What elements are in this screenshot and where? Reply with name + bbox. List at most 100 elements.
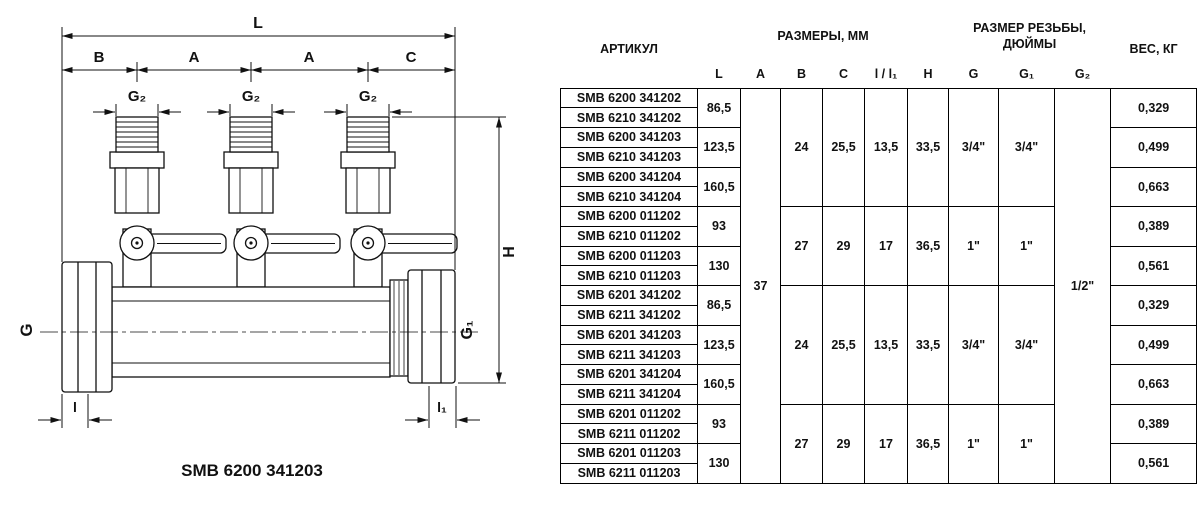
article-cell: SMB 6201 341203 [560, 324, 698, 346]
value-cell-L: 160,5 [697, 166, 741, 207]
value-cell-W: 0,389 [1110, 206, 1198, 247]
col-header-H: H [923, 66, 933, 81]
article-cell: SMB 6211 341204 [560, 383, 698, 405]
value-cell-B: 27 [780, 206, 823, 286]
header-thread-line2: ДЮЙМЫ [1002, 37, 1057, 51]
value-cell-L: 123,5 [697, 127, 741, 168]
value-cell-G1: 1" [998, 206, 1056, 286]
manifold-diagram: L B A A C G₂ G₂ G₂ H G G₁ l l₁ SMB 6200 … [17, 15, 518, 480]
value-cell-G: 1" [948, 206, 1000, 286]
value-cell-I: 17 [864, 206, 908, 286]
value-cell-C: 25,5 [822, 87, 865, 207]
value-cell-H: 33,5 [906, 285, 950, 405]
dimension-labels: L B A A C G₂ G₂ G₂ H G G₁ l l₁ SMB 6200 … [17, 15, 518, 480]
dim-label-B: B [94, 49, 105, 66]
right-hex-nut [407, 269, 456, 384]
article-cell: SMB 6201 341202 [560, 285, 698, 306]
valve-assembly-1 [109, 116, 227, 288]
value-cell-W: 0,389 [1110, 403, 1198, 444]
header-thread-line1: РАЗМЕР РЕЗЬБЫ, [973, 21, 1086, 36]
valve-assembly-2 [223, 116, 341, 288]
col-header-A: A [755, 66, 766, 81]
header-weight-kg: ВЕС, КГ [1129, 41, 1178, 56]
article-cell: SMB 6211 011202 [560, 423, 698, 444]
value-cell-W: 0,663 [1110, 166, 1198, 207]
table-row: SMB 6211 011203 [560, 462, 1197, 484]
valve-assembly-3 [340, 116, 458, 288]
value-cell-G1: 1" [998, 403, 1056, 484]
article-cell: SMB 6200 011202 [560, 206, 698, 227]
article-cell: SMB 6211 341203 [560, 344, 698, 365]
table-row: SMB 6210 341202 [560, 107, 1197, 128]
value-cell-I: 13,5 [864, 285, 908, 405]
dim-label-l1: l₁ [437, 399, 447, 415]
col-header-l-l1: l / l₁ [874, 66, 898, 81]
diagram-caption: SMB 6200 341203 [181, 461, 323, 480]
dim-label-G2-2: G₂ [242, 88, 260, 105]
article-cell: SMB 6211 341202 [560, 304, 698, 326]
article-cell: SMB 6200 341204 [560, 166, 698, 188]
table-pane: АРТИКУЛ РАЗМЕРЫ, ММ РАЗМЕР РЕЗЬБЫ, ДЮЙМЫ… [548, 0, 1200, 517]
article-cell: SMB 6210 341204 [560, 186, 698, 207]
value-cell-W: 0,561 [1110, 443, 1198, 484]
diagram-pane: L B A A C G₂ G₂ G₂ H G G₁ l l₁ SMB 6200 … [0, 0, 548, 517]
value-cell-C: 29 [822, 206, 865, 286]
col-header-B: B [796, 66, 807, 81]
col-header-G2: G₂ [1074, 66, 1091, 81]
value-cell-H: 33,5 [906, 87, 950, 207]
header-article: АРТИКУЛ [600, 41, 658, 56]
value-cell-G: 1" [948, 403, 1000, 484]
dim-label-G1: G₁ [459, 320, 476, 339]
article-cell: SMB 6210 341203 [560, 146, 698, 168]
value-cell-W: 0,499 [1110, 127, 1198, 168]
col-header-G: G [968, 66, 979, 81]
value-cell-L: 123,5 [697, 324, 741, 365]
value-cell-W: 0,329 [1110, 87, 1198, 128]
value-cell-H: 36,5 [906, 206, 950, 286]
spec-table-head: АРТИКУЛ РАЗМЕРЫ, ММ РАЗМЕР РЕЗЬБЫ, ДЮЙМЫ… [561, 12, 1197, 88]
value-cell-C: 25,5 [822, 285, 865, 405]
value-cell-B: 24 [780, 87, 823, 207]
header-dimensions-mm: РАЗМЕРЫ, ММ [777, 29, 869, 44]
value-cell-W: 0,663 [1110, 364, 1198, 405]
value-cell-L: 160,5 [697, 364, 741, 405]
left-hex-nut [61, 261, 113, 393]
article-cell: SMB 6210 011203 [560, 265, 698, 286]
dim-label-l: l [73, 399, 77, 415]
value-cell-W: 0,561 [1110, 245, 1198, 286]
value-cell-G1: 3/4" [998, 285, 1056, 405]
value-cell-L: 130 [697, 245, 741, 286]
table-row: SMB 6211 011202 [560, 423, 1197, 444]
dim-label-G: G [17, 323, 36, 336]
value-cell-I: 17 [864, 403, 908, 484]
dim-label-L: L [253, 15, 263, 32]
dim-label-G2-3: G₂ [359, 88, 377, 105]
article-cell: SMB 6201 011202 [560, 403, 698, 425]
col-header-C: C [838, 66, 849, 81]
dim-label-C: C [406, 49, 417, 66]
value-cell-G1: 3/4" [998, 87, 1056, 207]
article-cell: SMB 6200 341202 [560, 87, 698, 109]
value-cell-G2: 1/2" [1054, 87, 1112, 484]
article-cell: SMB 6201 011203 [560, 443, 698, 464]
col-header-G1: G₁ [1019, 66, 1034, 81]
value-cell-W: 0,499 [1110, 324, 1198, 365]
header-columns-row: L A B C l / l₁ H G G₁ G₂ [561, 62, 1197, 88]
value-cell-L: 86,5 [697, 285, 741, 326]
value-cell-B: 24 [780, 285, 823, 405]
article-cell: SMB 6210 011202 [560, 225, 698, 247]
article-cell: SMB 6200 011203 [560, 245, 698, 267]
dim-label-H: H [501, 246, 518, 258]
spec-table: АРТИКУЛ РАЗМЕРЫ, ММ РАЗМЕР РЕЗЬБЫ, ДЮЙМЫ… [560, 12, 1198, 484]
value-cell-G: 3/4" [948, 87, 1000, 207]
article-cell: SMB 6211 011203 [560, 462, 698, 484]
